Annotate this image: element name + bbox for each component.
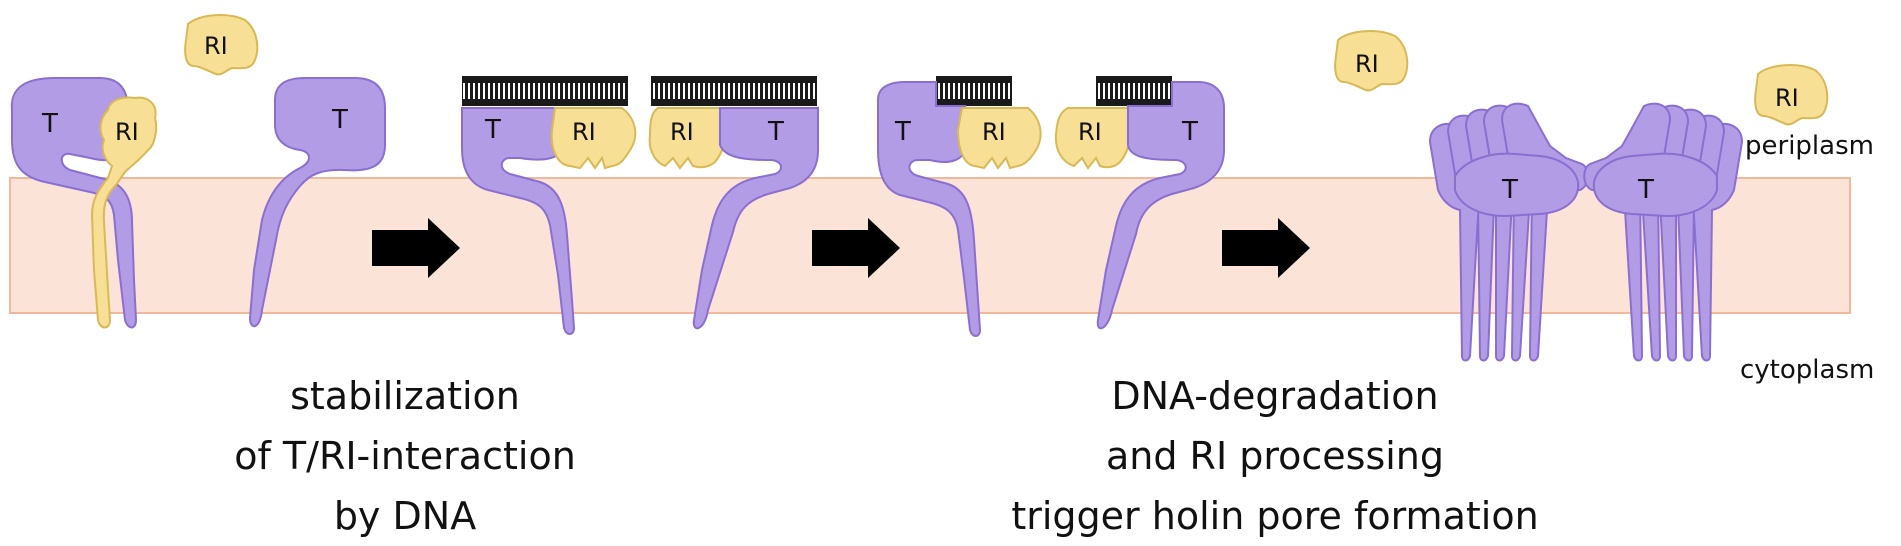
t-label: T (484, 115, 501, 145)
holin-pore (1428, 102, 1589, 362)
ri-label: RI (572, 118, 596, 146)
ri-label: RI (1775, 84, 1799, 112)
holin-t-protein: T (248, 77, 386, 328)
arrow-right-icon (372, 218, 460, 278)
t-label: T (1637, 175, 1654, 205)
caption-stabilization: stabilization of T/RI-interaction by DNA (170, 366, 640, 546)
antiholin-ri-protein: RI (1054, 107, 1133, 170)
ri-label: RI (204, 32, 228, 60)
t-label: T (767, 117, 784, 147)
t-label: T (894, 117, 911, 147)
caption-line: DNA-degradation (1111, 374, 1439, 418)
arrow-right-icon (1222, 218, 1310, 278)
dna-duplex-icon (462, 76, 628, 106)
caption-line: stabilization (290, 374, 520, 418)
antiholin-ri-protein: RI (956, 107, 1042, 170)
ri-label: RI (1355, 50, 1379, 78)
dna-duplex-icon (936, 76, 1012, 106)
ri-label: RI (670, 118, 694, 146)
antiholin-ri-protein: RI (550, 107, 637, 170)
holin-t-protein: T (461, 107, 576, 335)
ri-label: RI (1078, 118, 1102, 146)
dna-duplex-icon (1096, 76, 1172, 106)
antiholin-ri-free: RI (1334, 30, 1409, 92)
antiholin-ri-protein: RI (90, 96, 158, 329)
ri-label: RI (982, 118, 1006, 146)
periplasm-label: periplasm (1745, 131, 1874, 161)
holin-pore (1583, 102, 1744, 362)
t-label: T (41, 109, 58, 139)
holin-t-protein: T (1096, 81, 1225, 330)
antiholin-ri-free: RI (184, 14, 259, 76)
t-label: T (331, 105, 348, 135)
antiholin-ri-protein: RI (648, 107, 728, 170)
dna-duplex-icon (651, 76, 817, 106)
arrow-right-icon (812, 218, 900, 278)
caption-line: by DNA (333, 494, 477, 538)
ri-label: RI (115, 118, 139, 146)
holin-t-protein: T (692, 107, 819, 330)
caption-line: trigger holin pore formation (1011, 494, 1539, 538)
t-label: T (1501, 175, 1518, 205)
cytoplasm-label: cytoplasm (1740, 355, 1874, 385)
caption-line: of T/RI-interaction (234, 434, 576, 478)
caption-line: and RI processing (1105, 434, 1445, 478)
t-label: T (1181, 117, 1198, 147)
antiholin-ri-free: RI (1754, 64, 1829, 126)
caption-dna-degradation: DNA-degradation and RI processing trigge… (955, 366, 1595, 546)
